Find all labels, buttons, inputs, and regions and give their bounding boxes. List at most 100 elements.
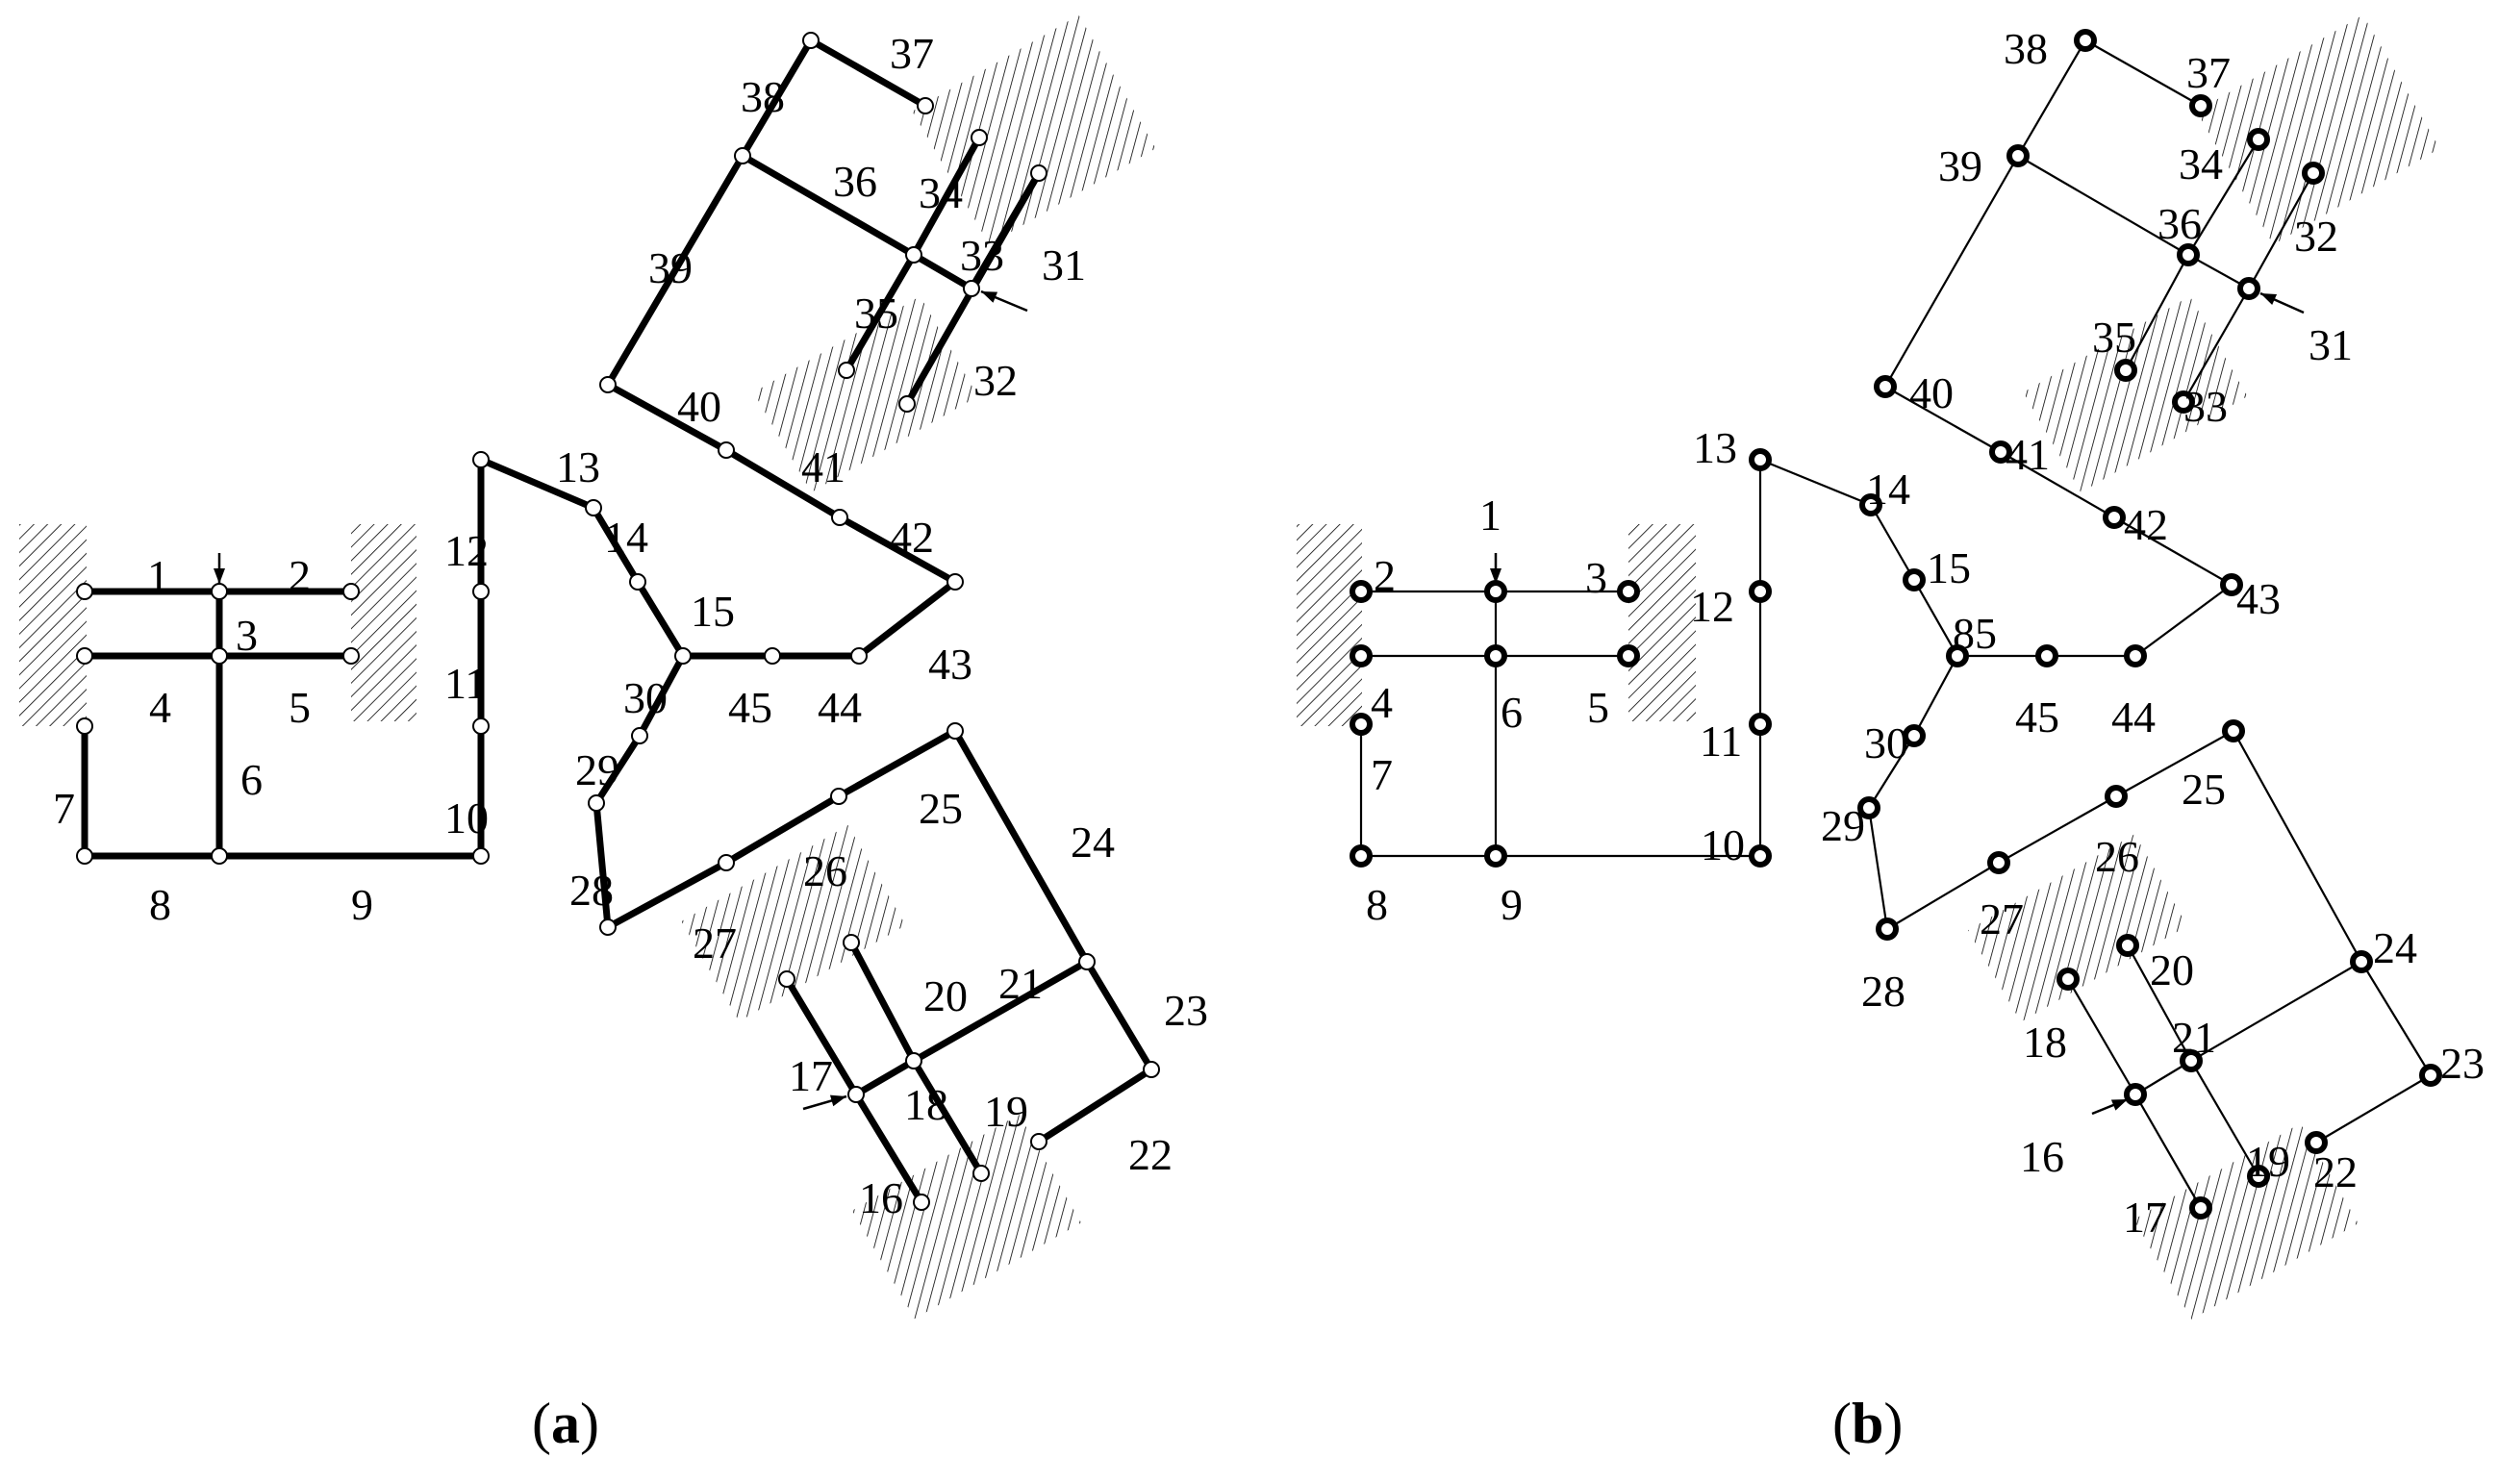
- panel-b-edge-36-35: [2124, 253, 2190, 372]
- panel-a-edge-21-18: [852, 1057, 918, 1098]
- panel-a-node-label: 29: [575, 745, 619, 794]
- panel-a-node-43: [946, 573, 964, 591]
- panel-a-edge-28-27: [604, 859, 730, 931]
- panel-b-node-label: 28: [1861, 967, 1905, 1016]
- panel-b-node-label: 18: [2023, 1018, 2067, 1067]
- panel-b-edge-14-15: [1869, 503, 1916, 582]
- panel-b-node-9: [1484, 844, 1507, 868]
- panel-b-edge-24-23: [2359, 960, 2433, 1077]
- panel-a-node-36: [905, 246, 922, 264]
- panel-b-node-label: 2: [1374, 551, 1396, 600]
- panel-b-node-23: [2419, 1064, 2442, 1087]
- panel-b-node-label: 41: [2006, 430, 2050, 479]
- panel-b-node-28: [1876, 918, 1899, 941]
- panel-b-node-label: 6: [1501, 688, 1523, 737]
- panel-b-node-label: 36: [2157, 199, 2202, 248]
- panel-b-node-label: 14: [1866, 465, 1910, 514]
- panel-a-support-hatch: [19, 524, 87, 726]
- panel-b-node-42: [2103, 506, 2126, 529]
- panel-a-edge-20-21: [847, 939, 918, 1065]
- panel-b-edge-34-36: [2186, 138, 2260, 257]
- panel-b-node-label: 26: [2095, 832, 2139, 881]
- panel-a-node-5: [342, 647, 360, 665]
- panel-a-node-label: 16: [859, 1173, 903, 1222]
- panel-a-node-label: 19: [984, 1087, 1028, 1136]
- panel-a-node-7: [76, 717, 93, 735]
- panel-a-node-42: [831, 509, 848, 526]
- panel-a-edge-30-29: [593, 732, 643, 807]
- panel-b-node-label: 42: [2124, 500, 2168, 549]
- panel-a-edge-15-c: [634, 578, 687, 660]
- panel-b-node-label: 38: [2004, 24, 2048, 73]
- panel-a-node-37: [917, 97, 934, 114]
- panel-a-node-label: 42: [890, 513, 934, 562]
- panel-b-edge-16-17: [2133, 1093, 2203, 1210]
- panel-b-node-label: 35: [2092, 313, 2136, 362]
- panel-b-edge-26-25: [2114, 729, 2235, 798]
- panel-a-node-29: [588, 794, 605, 812]
- panel-b-node-label: 45: [2015, 692, 2059, 742]
- panel-b-node-label: 15: [1927, 543, 1971, 592]
- panel-a-edge-44-43: [855, 578, 959, 660]
- panel-b-node-label: 44: [2111, 692, 2156, 742]
- panel-b-node-24: [2350, 950, 2373, 973]
- panel-b-node-label: 23: [2440, 1039, 2485, 1088]
- panel-b-node-3: [1617, 580, 1640, 603]
- panel-b-node-label: 8: [1366, 880, 1388, 929]
- panel-a-edge-41-40: [604, 381, 730, 454]
- panel-a-node-label: 5: [289, 683, 311, 732]
- panel-a-edge-39-36: [739, 152, 918, 259]
- panel-a-edge-43-42: [836, 514, 959, 586]
- panel-b-node-27: [1987, 851, 2010, 874]
- panel-a-node-label: 27: [693, 918, 737, 968]
- panel-b-node-8: [1350, 844, 1373, 868]
- panel-b-edge-23-22: [2314, 1073, 2433, 1144]
- panel-b-node-13: [1749, 448, 1772, 471]
- panel-a-node-label: 40: [677, 382, 721, 431]
- panel-b-support-hatch: [1628, 524, 1696, 721]
- panel-a-node-label: 45: [728, 683, 772, 732]
- panel-b-node-41: [1989, 440, 2012, 464]
- panel-b-node-10: [1749, 844, 1772, 868]
- panel-a-edge-17-18: [783, 975, 860, 1098]
- panel-b-node-label: 34: [2179, 139, 2223, 189]
- panel-a-node-label: 24: [1071, 817, 1115, 867]
- panel-a-node-12: [472, 583, 490, 600]
- panel-a-node-label: 3: [236, 611, 258, 660]
- panel-b-node-label: 11: [1700, 717, 1742, 766]
- panel-a-node-4: [76, 647, 93, 665]
- panel-a-edge-38-37: [807, 37, 929, 110]
- panel-a-node-34: [971, 129, 988, 146]
- panel-b-load-arrowhead: [2260, 293, 2278, 305]
- panel-b-node-40: [1874, 375, 1897, 398]
- panel-a-node-26: [830, 788, 847, 805]
- panel-a-node-label: 4: [149, 683, 171, 732]
- captions: (a) (b): [532, 1392, 1903, 1455]
- panel-b-edge-29-28: [1867, 806, 1889, 931]
- panel-a-node-label: 13: [556, 442, 600, 491]
- panel-b-node-1: [1484, 580, 1507, 603]
- panel-a-node-label: 21: [998, 959, 1043, 1008]
- panel-a-node-label: 17: [789, 1051, 833, 1100]
- panel-a-node-11: [472, 717, 490, 735]
- panel-a-load-arrowhead: [829, 1094, 846, 1107]
- panel-b-node-85: [1946, 644, 1969, 667]
- panel-b-node-32: [2302, 162, 2325, 185]
- panel-b-node-label: 32: [2294, 212, 2338, 261]
- panel-a-node-31: [1030, 164, 1047, 182]
- panel-a-node-label: 23: [1164, 986, 1208, 1035]
- panel-a-node-13: [472, 451, 490, 468]
- panel-a-node-10: [472, 847, 490, 865]
- panel-b-node-4: [1350, 644, 1373, 667]
- panel-b-node-6: [1484, 644, 1507, 667]
- panel-a-edge-23-22: [1035, 1066, 1155, 1145]
- panel-b-node-33: [2172, 390, 2195, 414]
- panel-a-node-label: 12: [444, 526, 489, 575]
- panel-b-node-label: 17: [2123, 1193, 2167, 1242]
- panel-b-support-hatch: [2196, 14, 2440, 245]
- panel-a-node-6: [211, 647, 228, 665]
- panel-b-edge-24-21: [2189, 960, 2363, 1063]
- panel-b-node-label: 10: [1701, 820, 1745, 869]
- panel-b-load-arrowhead: [1490, 568, 1501, 584]
- panel-b-node-18: [2056, 968, 2080, 991]
